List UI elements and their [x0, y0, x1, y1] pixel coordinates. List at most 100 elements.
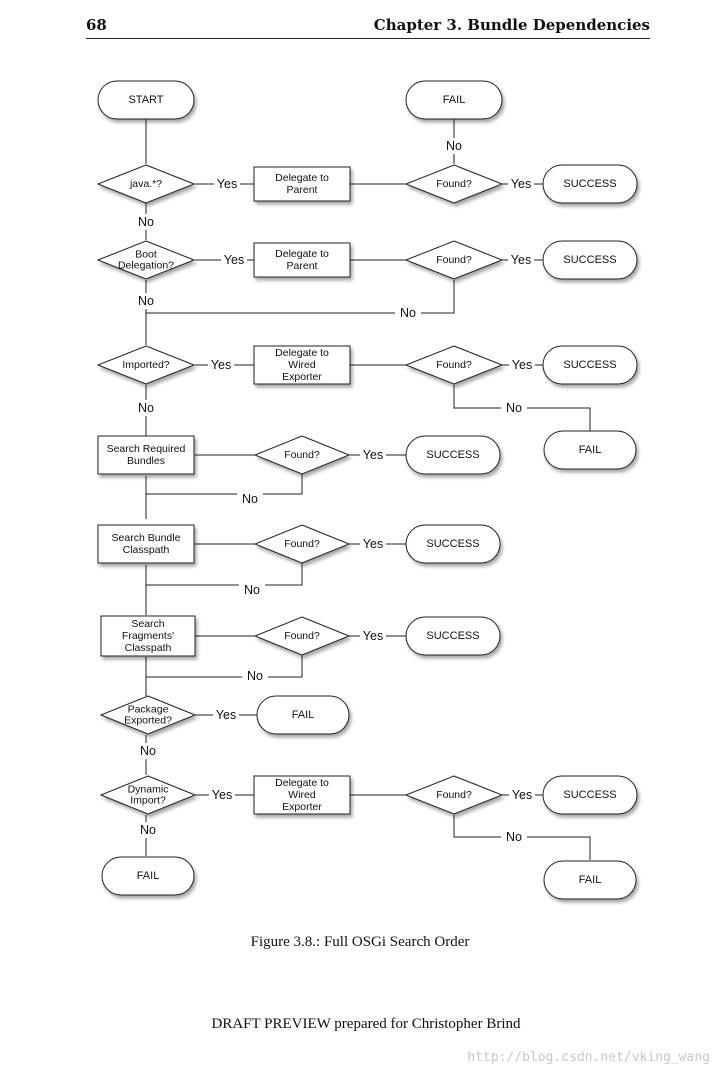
no-label: No: [400, 306, 416, 320]
found-required-decision: [253, 435, 351, 475]
delegate-wired-dynamic-label: Delegate to: [275, 777, 329, 789]
found-boot-decision: [404, 240, 504, 280]
no-label: No: [506, 830, 522, 844]
start-terminal: [97, 80, 195, 120]
yes-label: Yes: [363, 537, 383, 551]
no-label: No: [140, 744, 156, 758]
fail-top-terminal: [405, 80, 503, 120]
found-fragments-decision: [253, 616, 351, 656]
boot-check-label: Delegation?: [118, 260, 174, 272]
yes-label: Yes: [363, 629, 383, 643]
delegate-parent-boot-label: Delegate to: [275, 248, 329, 260]
search-required-label: Bundles: [127, 455, 165, 467]
success-boot-label: SUCCESS: [563, 254, 616, 266]
connector-line: [146, 280, 455, 314]
search-classpath-label: Classpath: [123, 544, 170, 556]
figure-caption: Figure 3.8.: Full OSGi Search Order: [250, 934, 470, 950]
yes-label: Yes: [212, 788, 232, 802]
page-header: 68 Chapter 3. Bundle Dependencies: [86, 16, 650, 39]
chapter-title: Chapter 3. Bundle Dependencies: [373, 16, 650, 34]
no-label: No: [242, 492, 258, 506]
fail-bottom-label: FAIL: [137, 870, 160, 882]
search-required-label: Search Required: [107, 443, 186, 455]
no-label: No: [138, 215, 154, 229]
delegate-parent-java-label: Parent: [287, 184, 318, 196]
yes-label: Yes: [511, 253, 531, 267]
fail-imported-label: FAIL: [579, 444, 602, 456]
dynamic-import-check-label: Import?: [130, 795, 166, 807]
fail-package-label: FAIL: [292, 709, 315, 721]
fail-package-terminal: [256, 695, 350, 735]
no-label: No: [506, 401, 522, 415]
success-fragments-terminal: [405, 616, 501, 656]
no-label: No: [138, 401, 154, 415]
delegate-wired-imported-box: [253, 345, 351, 385]
java-check-decision: [96, 164, 196, 204]
imported-check-label: Imported?: [122, 359, 169, 371]
delegate-wired-dynamic-label: Wired: [288, 789, 316, 801]
no-label: No: [244, 583, 260, 597]
success-fragments-label: SUCCESS: [426, 630, 479, 642]
found-required-label: Found?: [284, 449, 320, 461]
no-label: No: [138, 294, 154, 308]
search-classpath-box: [97, 524, 195, 564]
success-java-label: SUCCESS: [563, 178, 616, 190]
success-required-terminal: [405, 435, 501, 475]
delegate-parent-java-label: Delegate to: [275, 172, 329, 184]
found-imported-label: Found?: [436, 359, 472, 371]
boot-check-label: Boot: [135, 249, 157, 261]
found-boot-label: Found?: [436, 254, 472, 266]
delegate-wired-imported-label: Wired: [288, 359, 316, 371]
search-fragments-box: [100, 615, 196, 657]
fail-dynamic-terminal: [543, 860, 637, 900]
connector-line: [145, 474, 303, 495]
found-dynamic-label: Found?: [436, 789, 472, 801]
java-check-label: java.*?: [129, 178, 162, 190]
delegate-parent-boot-label: Parent: [287, 260, 318, 272]
delegate-parent-boot-box: [253, 242, 351, 278]
success-boot-terminal: [542, 240, 638, 280]
yes-label: Yes: [512, 358, 532, 372]
found-fragments-label: Found?: [284, 630, 320, 642]
connector-line: [145, 563, 303, 586]
success-imported-terminal: [542, 345, 638, 385]
connector-line: [145, 655, 303, 678]
search-fragments-label: Fragments': [122, 630, 174, 642]
delegate-wired-dynamic-box: [253, 775, 351, 815]
package-exported-check-label: Exported?: [124, 715, 172, 727]
package-exported-check-label: Package: [128, 704, 169, 716]
success-required-label: SUCCESS: [426, 449, 479, 461]
delegate-wired-imported-label: Delegate to: [275, 347, 329, 359]
search-fragments-label: Classpath: [125, 642, 172, 654]
delegate-wired-imported-label: Exporter: [282, 371, 322, 383]
delegate-wired-dynamic-label: Exporter: [282, 801, 322, 813]
dynamic-import-check-decision: [99, 775, 197, 815]
found-classpath-label: Found?: [284, 538, 320, 550]
start-label: START: [128, 94, 163, 106]
found-dynamic-decision: [404, 775, 504, 815]
page-number: 68: [86, 16, 107, 34]
yes-label: Yes: [363, 448, 383, 462]
success-dynamic-label: SUCCESS: [563, 789, 616, 801]
found-classpath-decision: [253, 524, 351, 564]
imported-check-decision: [96, 345, 196, 385]
yes-label: Yes: [217, 177, 237, 191]
yes-label: Yes: [216, 708, 236, 722]
fail-bottom-terminal: [101, 856, 195, 896]
success-dynamic-terminal: [542, 775, 638, 815]
delegate-parent-java-box: [253, 166, 351, 202]
fail-top-label: FAIL: [443, 94, 466, 106]
draft-footer: DRAFT PREVIEW prepared for Christopher B…: [211, 1016, 521, 1032]
no-label: No: [140, 823, 156, 837]
no-label: No: [446, 139, 462, 153]
yes-label: Yes: [211, 358, 231, 372]
package-exported-check-decision: [99, 695, 197, 735]
fail-dynamic-label: FAIL: [579, 874, 602, 886]
yes-label: Yes: [224, 253, 244, 267]
success-imported-label: SUCCESS: [563, 359, 616, 371]
found-java-decision: [404, 164, 504, 204]
success-classpath-terminal: [405, 524, 501, 564]
found-java-label: Found?: [436, 178, 472, 190]
success-classpath-label: SUCCESS: [426, 538, 479, 550]
